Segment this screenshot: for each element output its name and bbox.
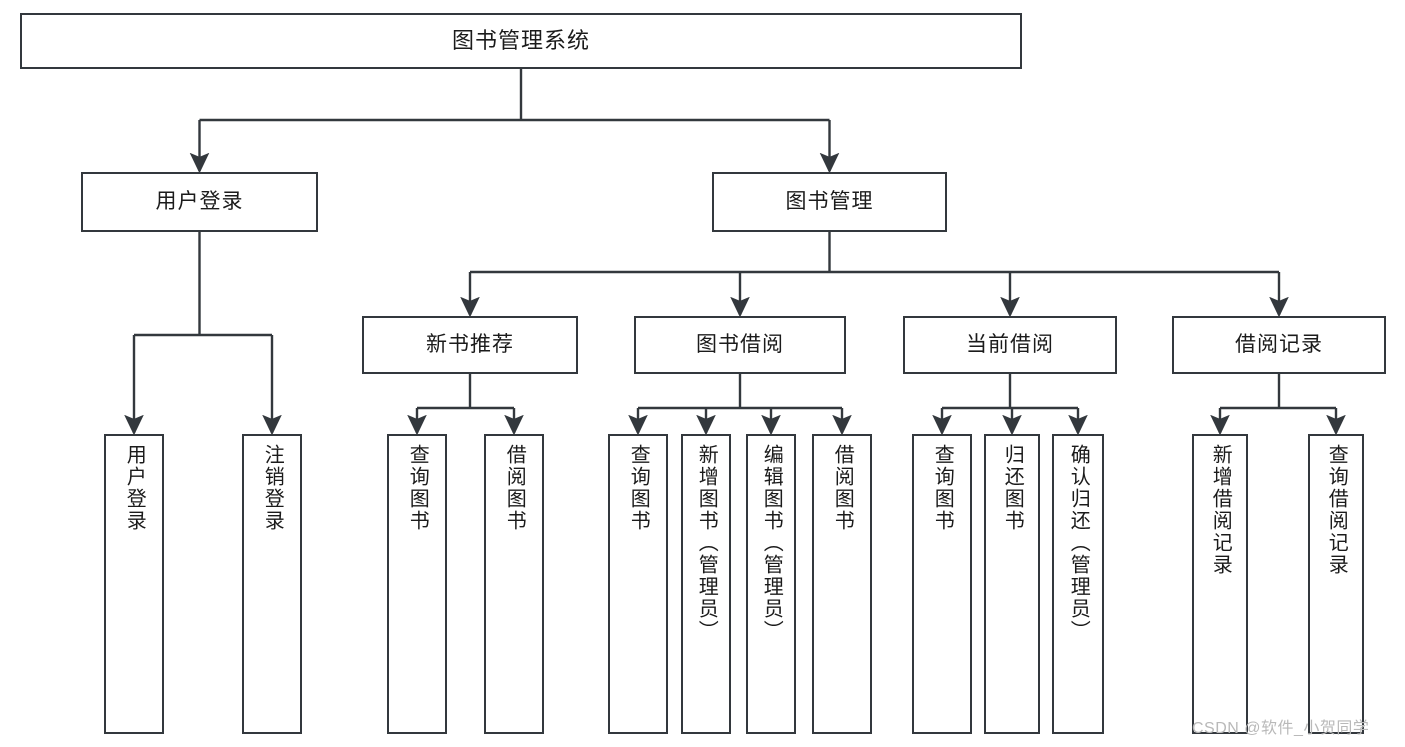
node-leaf-borrow-4[interactable]: 借阅图书: [812, 434, 872, 734]
edge-paths: [124, 69, 1346, 436]
node-label: 用户登录: [123, 444, 146, 532]
node-label: 查询借阅记录: [1325, 444, 1348, 576]
node-label: 图书借阅: [696, 333, 784, 357]
node-label: 借阅图书: [831, 444, 854, 532]
node-label: 查询图书: [627, 444, 650, 532]
node-label: 新增借阅记录: [1209, 444, 1232, 576]
node-label: 用户登录: [155, 190, 244, 214]
node-label: 借阅记录: [1235, 333, 1323, 357]
node-leaf-records-1[interactable]: 新增借阅记录: [1192, 434, 1248, 734]
node-leaf-login-1[interactable]: 用户登录: [104, 434, 164, 734]
node-label: 当前借阅: [966, 333, 1054, 357]
node-leaf-current-3[interactable]: 确认归还（管理员）: [1052, 434, 1104, 734]
node-label: 编辑图书（管理员）: [760, 444, 783, 642]
node-root[interactable]: 图书管理系统: [20, 13, 1022, 69]
node-leaf-current-1[interactable]: 查询图书: [912, 434, 972, 734]
node-leaf-borrow-2[interactable]: 新增图书（管理员）: [681, 434, 731, 734]
node-newbook[interactable]: 新书推荐: [362, 316, 578, 374]
node-label: 新增图书（管理员）: [695, 444, 718, 642]
node-login[interactable]: 用户登录: [81, 172, 318, 232]
node-leaf-new-2[interactable]: 借阅图书: [484, 434, 544, 734]
node-label: 查询图书: [931, 444, 954, 532]
node-current[interactable]: 当前借阅: [903, 316, 1117, 374]
node-label: 借阅图书: [503, 444, 526, 532]
node-leaf-borrow-3[interactable]: 编辑图书（管理员）: [746, 434, 796, 734]
node-leaf-new-1[interactable]: 查询图书: [387, 434, 447, 734]
node-leaf-login-2[interactable]: 注销登录: [242, 434, 302, 734]
node-leaf-borrow-1[interactable]: 查询图书: [608, 434, 668, 734]
node-bookmgmt[interactable]: 图书管理: [712, 172, 947, 232]
node-leaf-current-2[interactable]: 归还图书: [984, 434, 1040, 734]
node-label: 查询图书: [406, 444, 429, 532]
node-label: 注销登录: [261, 444, 284, 532]
node-label: 新书推荐: [426, 333, 514, 357]
node-records[interactable]: 借阅记录: [1172, 316, 1386, 374]
node-label: 归还图书: [1001, 444, 1024, 532]
node-borrow[interactable]: 图书借阅: [634, 316, 846, 374]
node-label: 图书管理: [785, 190, 874, 214]
node-label: 确认归还（管理员）: [1067, 444, 1090, 642]
node-leaf-records-2[interactable]: 查询借阅记录: [1308, 434, 1364, 734]
node-label: 图书管理系统: [451, 27, 590, 53]
